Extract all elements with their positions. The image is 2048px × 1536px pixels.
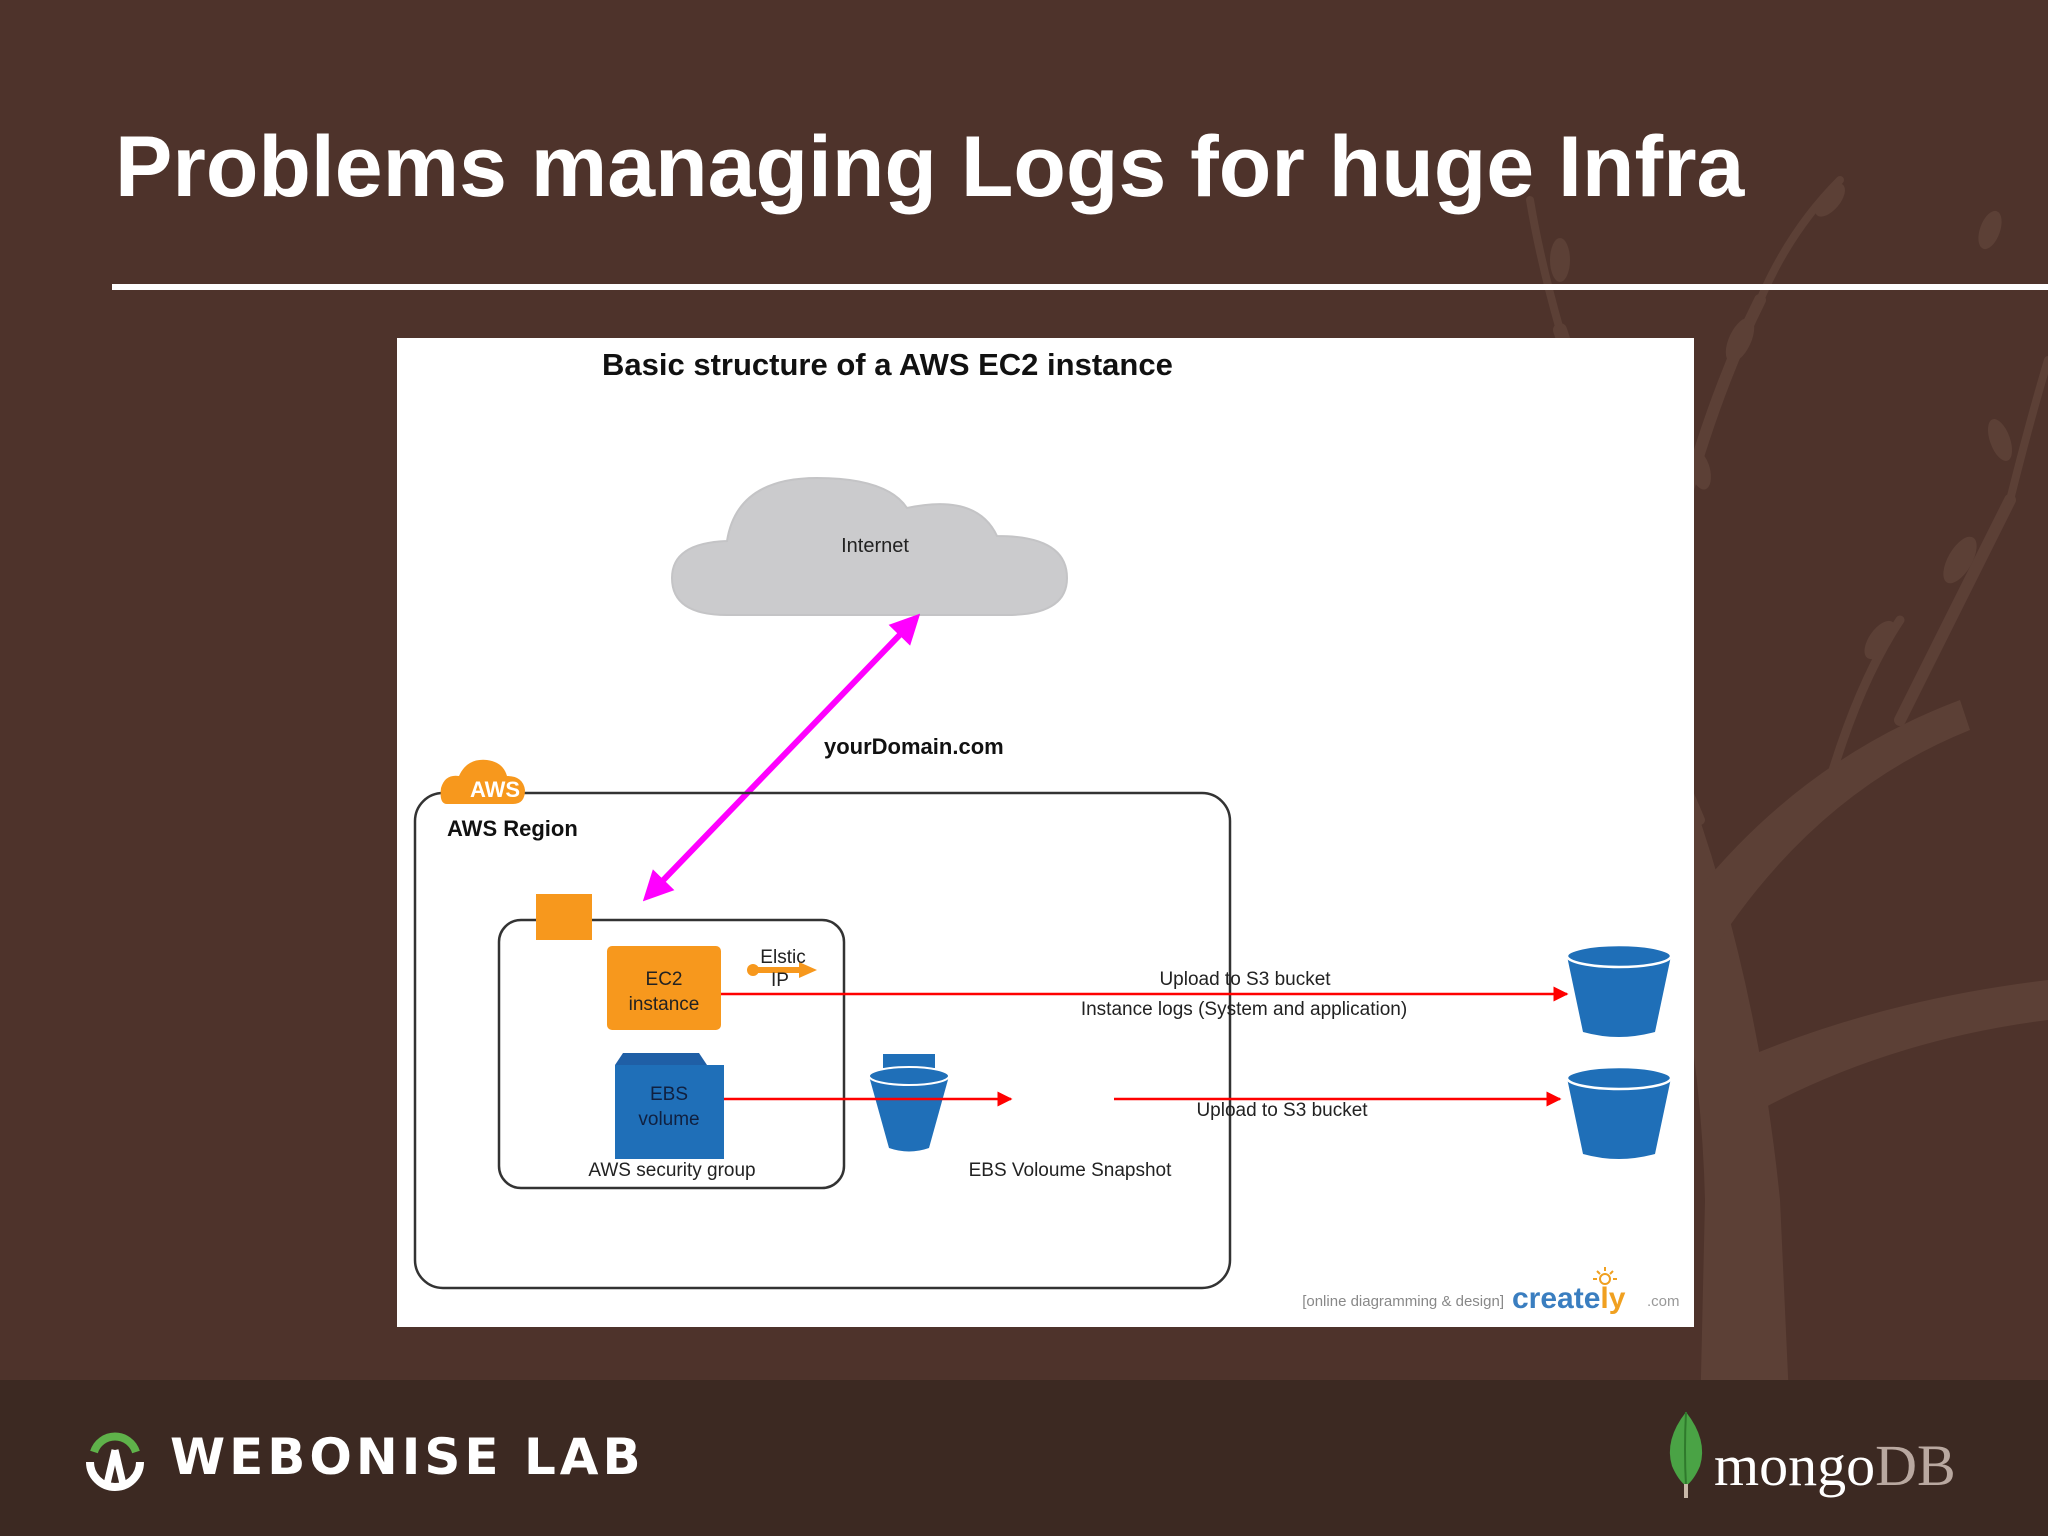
domain-link-arrow	[642, 613, 921, 902]
snapshot-label: EBS Voloume Snapshot	[969, 1160, 1173, 1181]
webonise-logo-icon	[86, 1432, 144, 1491]
mongodb-brand: mongoDB	[1714, 1433, 1956, 1498]
aws-badge-label: AWS	[470, 777, 520, 802]
webonise-lab-brand: WEBONISE LAB	[170, 1428, 645, 1486]
sun-icon	[1593, 1267, 1617, 1285]
ec2-label-line1: EC2	[646, 969, 683, 990]
upload-label-2: Upload to S3 bucket	[1196, 1100, 1368, 1121]
slide-title: Problems managing Logs for huge Infra	[115, 119, 1745, 215]
footer-bar	[0, 1380, 2048, 1536]
security-group-label: AWS security group	[588, 1160, 755, 1181]
security-group-icon	[536, 894, 592, 940]
watermark-suffix: .com	[1647, 1293, 1680, 1310]
watermark-prefix: [online diagramming & design]	[1302, 1293, 1504, 1310]
ebs-snapshot-bucket-icon	[868, 1054, 950, 1152]
aws-cloud-badge: AWS	[440, 759, 525, 804]
diagram-canvas: Basic structure of a AWS EC2 instance In…	[413, 347, 1680, 1315]
domain-label: yourDomain.com	[824, 734, 1004, 759]
aws-region-box	[413, 791, 1232, 1290]
internet-label: Internet	[841, 535, 909, 557]
upload-label-1: Upload to S3 bucket	[1159, 969, 1331, 990]
watermark-brand: creately	[1512, 1282, 1626, 1315]
title-divider	[112, 284, 2048, 290]
aws-region-label: AWS Region	[447, 816, 578, 841]
mongodb-leaf-icon	[1669, 1411, 1703, 1498]
eip-label-line2: IP	[771, 970, 789, 991]
internet-cloud: Internet	[670, 476, 1069, 616]
s3-bucket-icon	[1565, 943, 1673, 1037]
ec2-instance-node: EC2 instance	[607, 946, 721, 1030]
logs-label: Instance logs (System and application)	[1081, 999, 1407, 1020]
ebs-label-line1: EBS	[650, 1084, 688, 1105]
security-group-box	[497, 918, 846, 1190]
ebs-label-line2: volume	[638, 1109, 699, 1130]
elastic-ip-node: Elstic IP	[747, 947, 817, 991]
s3-bucket-icon	[1565, 1065, 1673, 1159]
diagram-title: Basic structure of a AWS EC2 instance	[602, 347, 1173, 382]
eip-label-line1: Elstic	[760, 947, 805, 968]
ec2-label-line2: instance	[629, 994, 700, 1015]
ebs-volume-node: EBS volume	[615, 1053, 724, 1159]
diagram-panel: Basic structure of a AWS EC2 instance In…	[397, 338, 1694, 1327]
